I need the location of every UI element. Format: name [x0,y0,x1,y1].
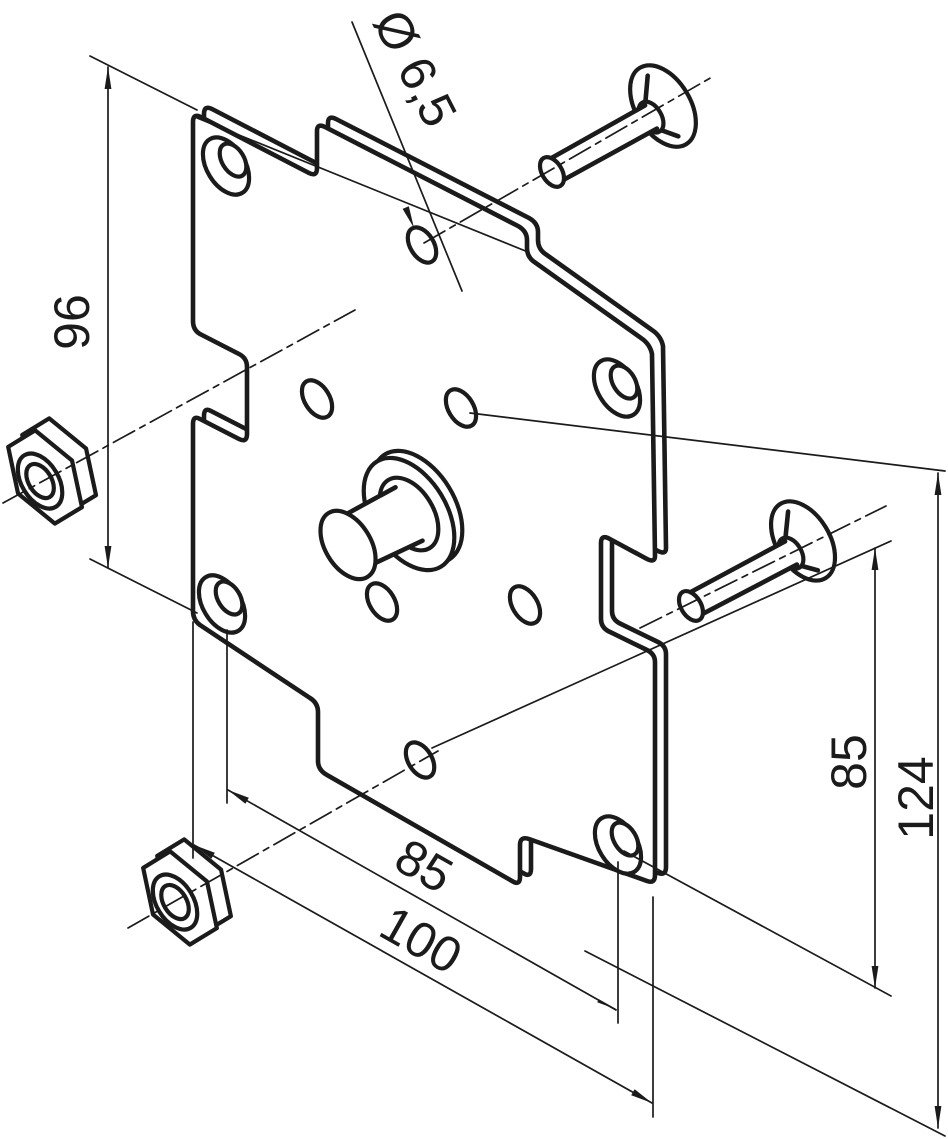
flat-head-screw-middle-right [679,488,835,625]
center-hole-bottom [406,737,434,784]
small-pattern-holes [302,309,540,701]
centerline-left-nut [2,309,356,504]
centerlines [2,76,887,929]
flat-head-screw-top-right [540,52,696,192]
dimension-label-96: 96 [44,294,100,350]
screw-shank-end [679,586,703,625]
centerline-bottom-nut [127,750,439,929]
dimension-label-100: 100 [371,895,471,985]
hex-nut-bottom-left [143,818,231,966]
diameter-label: Ø 6,5 [362,1,467,135]
centerline-middle-screw [639,505,887,629]
countersunk-hole-bottom-left [199,566,245,642]
dimension-label-124: 124 [888,756,944,839]
countersunk-hole-top-left [203,128,249,204]
center-hole-top [408,222,436,269]
screw-shank-end [540,152,564,191]
dimension-96: 96 [44,66,112,569]
dimension-85-right: 85 [821,547,879,989]
mounting-plate [190,105,669,886]
countersunk-hole-top-right [594,350,640,426]
dimension-label-85-right: 85 [821,734,877,790]
centerline-top-screw [423,76,713,244]
extension-lines [89,55,946,1137]
dimension-124: 124 [888,472,944,1129]
hex-nut-left [8,397,96,545]
central-boss-barrel [320,484,425,590]
